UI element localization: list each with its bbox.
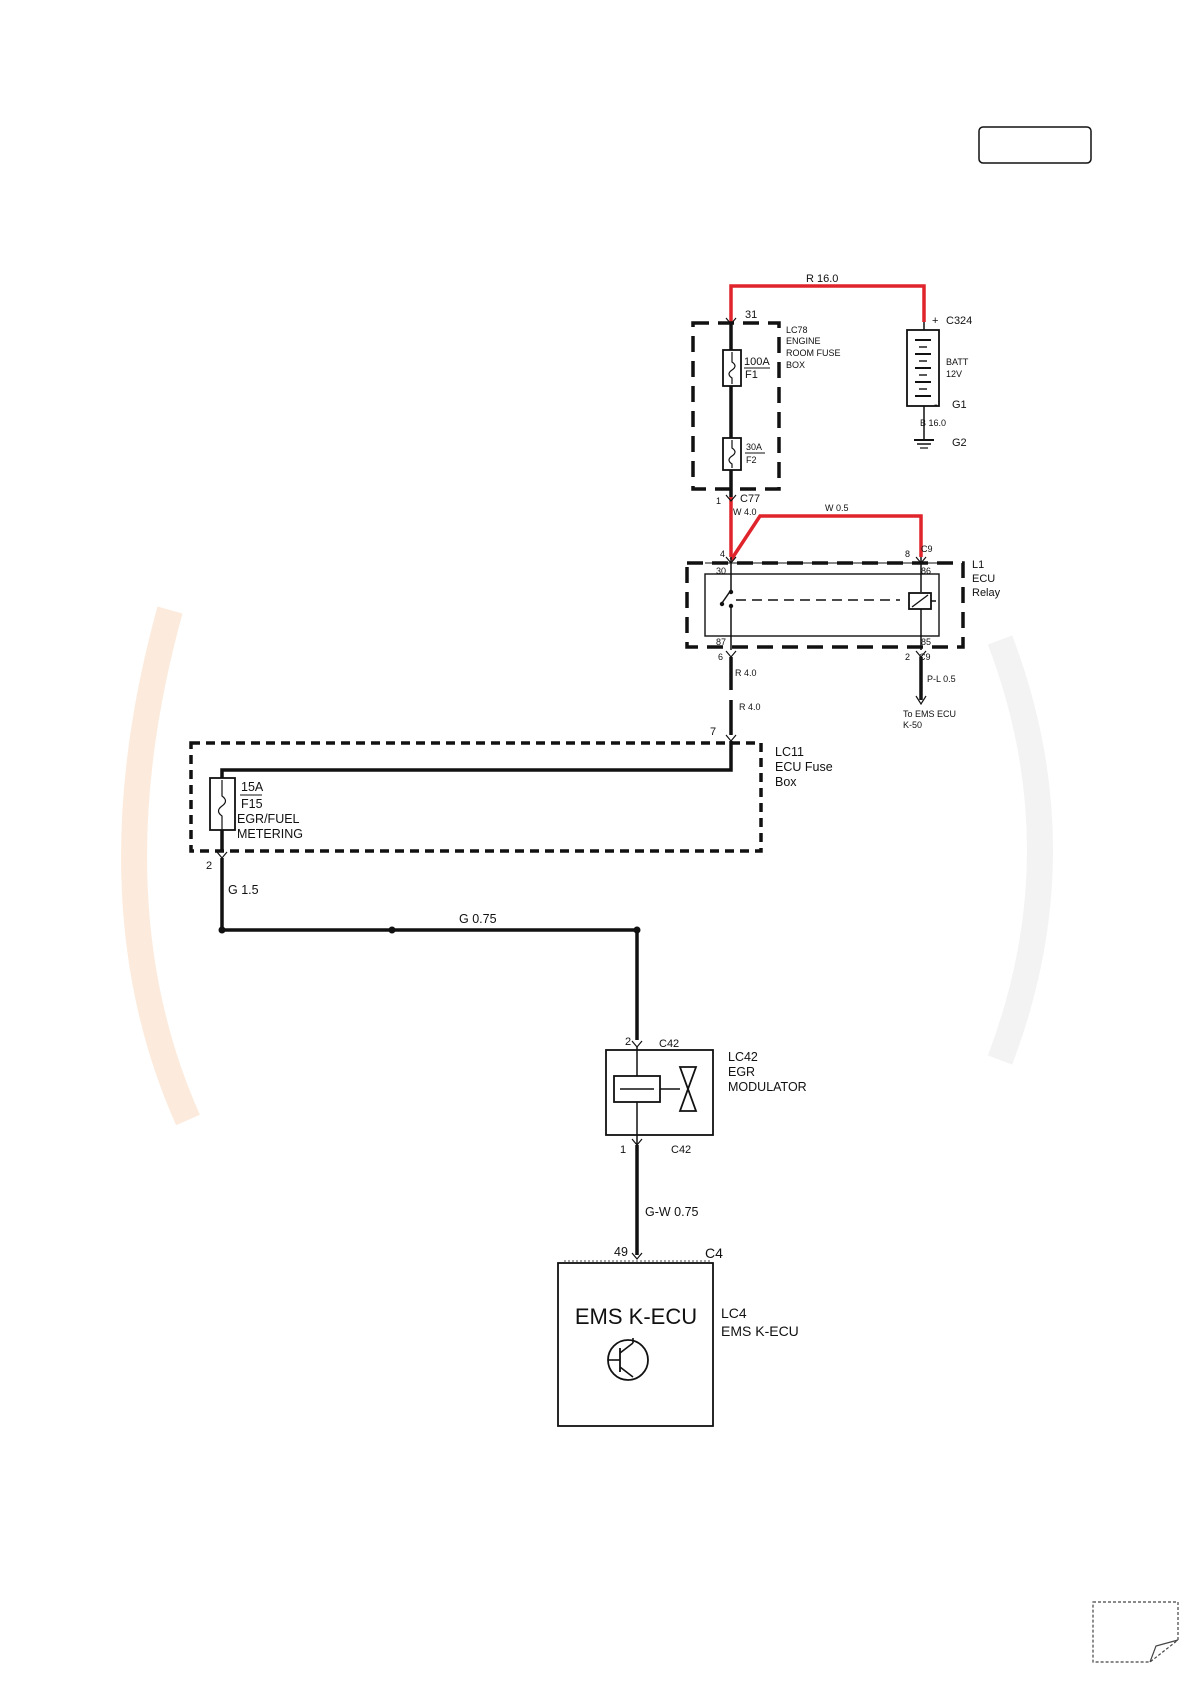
wire-label-b16: B 16.0 [920, 418, 946, 428]
ecu-fuse-box-name-1: ECU Fuse [775, 760, 833, 774]
wire-label-r4-a: R 4.0 [735, 668, 757, 678]
battery-plus: + [932, 315, 938, 327]
fuse-box-name-3: BOX [786, 360, 805, 370]
egr-pin-1: 1 [620, 1144, 626, 1156]
fuse-f1-id: F1 [745, 369, 758, 381]
fuse-f1-rating: 100A [744, 356, 770, 368]
fuse-f15-name-2: METERING [237, 827, 303, 841]
fuse-box-pin-31: 31 [745, 309, 757, 321]
wire-label-r16: R 16.0 [806, 273, 838, 285]
relay-name-2: Relay [972, 587, 1001, 599]
fuse-f1-symbol [722, 349, 742, 387]
watermark [121, 606, 1053, 1126]
relay-to-text-1: To EMS ECU [903, 709, 956, 719]
battery [906, 322, 940, 449]
battery-ground-g2: G2 [952, 437, 967, 449]
relay-pin-2: 2 [905, 652, 910, 662]
relay-pin-8: 8 [905, 549, 910, 559]
ecu-name: EMS K-ECU [721, 1323, 799, 1339]
fuse-f15-rating: 15A [241, 780, 264, 794]
egr-name-2: MODULATOR [728, 1080, 807, 1094]
wire-label-gw075: G-W 0.75 [645, 1205, 699, 1219]
wire-label-r4-b: R 4.0 [739, 702, 761, 712]
battery-name-2: 12V [946, 369, 962, 379]
relay-to-text-2: K-50 [903, 720, 922, 730]
ecu-fuse-box-id: LC11 [775, 745, 804, 759]
egr-name-1: EGR [728, 1065, 755, 1079]
relay-connector-bottom: C9 [919, 652, 931, 662]
fuse-box-id: LC78 [786, 325, 808, 335]
fuse-f2-id: F2 [746, 455, 757, 465]
ems-k-ecu [557, 1252, 714, 1427]
engine-room-fuse-box [691, 317, 781, 502]
ecu-fuse-box-pin-2: 2 [206, 860, 212, 872]
wire-label-pl05: P-L 0.5 [927, 674, 956, 684]
page-label-box [978, 126, 1092, 164]
fuse-f2-symbol [722, 437, 742, 471]
egr-connector-bottom: C42 [671, 1144, 691, 1156]
wire-w05-red [729, 514, 923, 561]
relay-pin-30: 30 [716, 566, 726, 576]
valve-icon [678, 1066, 698, 1112]
relay-pin-86: 86 [921, 566, 931, 576]
ecu-connector-c4: C4 [705, 1245, 723, 1261]
relay-connector-top: C9 [921, 544, 933, 554]
wire-label-g15: G 1.5 [228, 883, 259, 897]
ecu-box-title: EMS K-ECU [575, 1304, 697, 1329]
ecu-fuse-box-pin-7: 7 [710, 726, 716, 738]
page-curl-icon [1092, 1601, 1179, 1663]
battery-connector: C324 [946, 315, 972, 327]
egr-pin-2: 2 [625, 1036, 631, 1048]
fuse-box-name-1: ENGINE [786, 336, 821, 346]
battery-ground-g1: G1 [952, 399, 967, 411]
wire-label-w4: W 4.0 [733, 507, 757, 517]
fuse-f2-rating: 30A [746, 442, 762, 452]
relay-pin-4: 4 [720, 549, 725, 559]
egr-modulator [605, 1040, 714, 1146]
fuse-box-pin-1: 1 [716, 496, 721, 506]
fuse-f15-name-1: EGR/FUEL [237, 812, 300, 826]
ecu-id: LC4 [721, 1305, 747, 1321]
ecu-relay [685, 556, 965, 658]
battery-minus: - [934, 399, 938, 411]
fuse-box-connector-c77: C77 [740, 493, 760, 505]
relay-name-1: ECU [972, 573, 995, 585]
ecu-pin-49: 49 [614, 1245, 628, 1259]
relay-pin-85: 85 [921, 637, 931, 647]
egr-connector-top: C42 [659, 1038, 679, 1050]
wire-label-g075: G 0.75 [459, 912, 497, 926]
fuse-f15-id: F15 [241, 797, 263, 811]
wire-g15 [220, 858, 639, 1040]
egr-id: LC42 [728, 1050, 758, 1064]
battery-name-1: BATT [946, 357, 969, 367]
relay-pin-87: 87 [716, 637, 726, 647]
relay-id: L1 [972, 559, 984, 571]
ecu-fuse-box-name-2: Box [775, 775, 797, 789]
wire-label-w05: W 0.5 [825, 503, 849, 513]
fuse-box-name-2: ROOM FUSE [786, 348, 841, 358]
relay-pin-6: 6 [718, 652, 723, 662]
wire-r16-top [729, 284, 926, 322]
